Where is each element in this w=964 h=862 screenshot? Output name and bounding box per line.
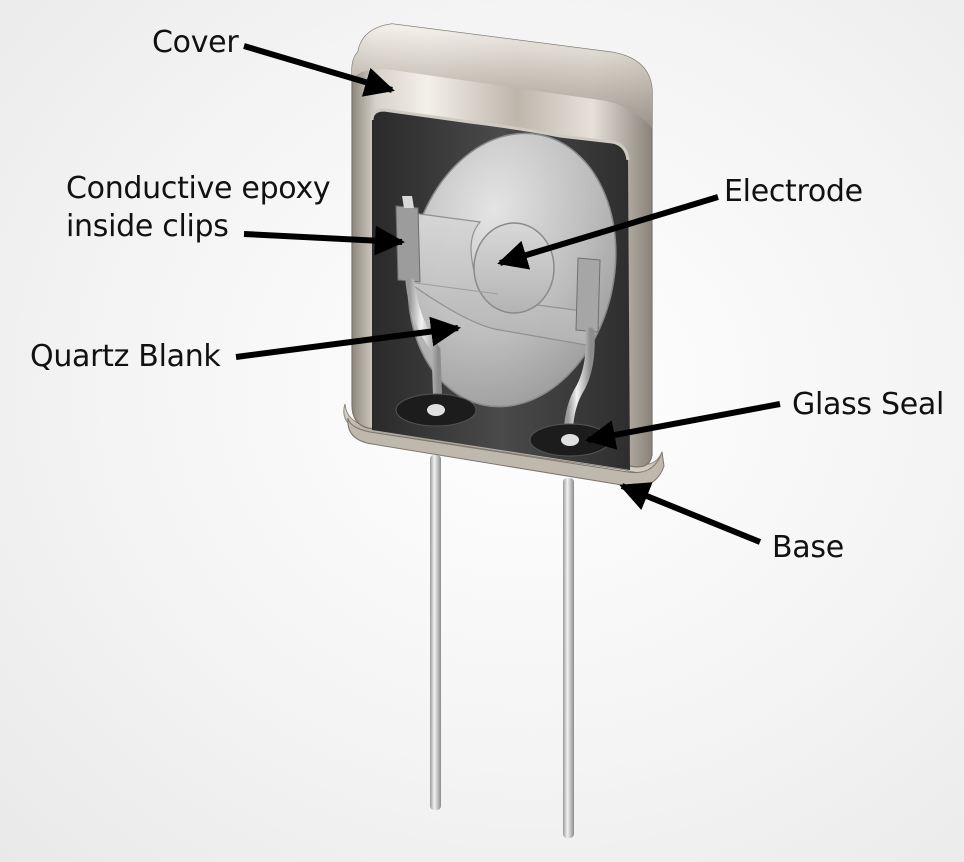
label-electrode: Electrode bbox=[724, 174, 863, 209]
lead-pin-left bbox=[430, 455, 441, 810]
callout-arrows bbox=[235, 43, 781, 545]
arrow-glass-seal bbox=[585, 401, 781, 450]
label-base: Base bbox=[772, 530, 844, 565]
arrow-quartz bbox=[235, 316, 461, 360]
label-quartz-blank: Quartz Blank bbox=[30, 339, 221, 374]
lead-pin-right bbox=[563, 478, 574, 838]
label-glass-seal: Glass Seal bbox=[792, 387, 944, 422]
label-epoxy-line2: inside clips bbox=[66, 209, 229, 244]
label-epoxy-line1: Conductive epoxy bbox=[66, 171, 331, 206]
arrow-base bbox=[619, 482, 762, 545]
label-conductive-epoxy: Conductive epoxy inside clips bbox=[66, 170, 331, 246]
clip-right bbox=[575, 257, 601, 333]
arrow-electrode bbox=[497, 194, 719, 270]
arrow-epoxy bbox=[243, 225, 405, 256]
label-cover: Cover bbox=[152, 25, 239, 60]
arrow-cover bbox=[243, 43, 395, 97]
